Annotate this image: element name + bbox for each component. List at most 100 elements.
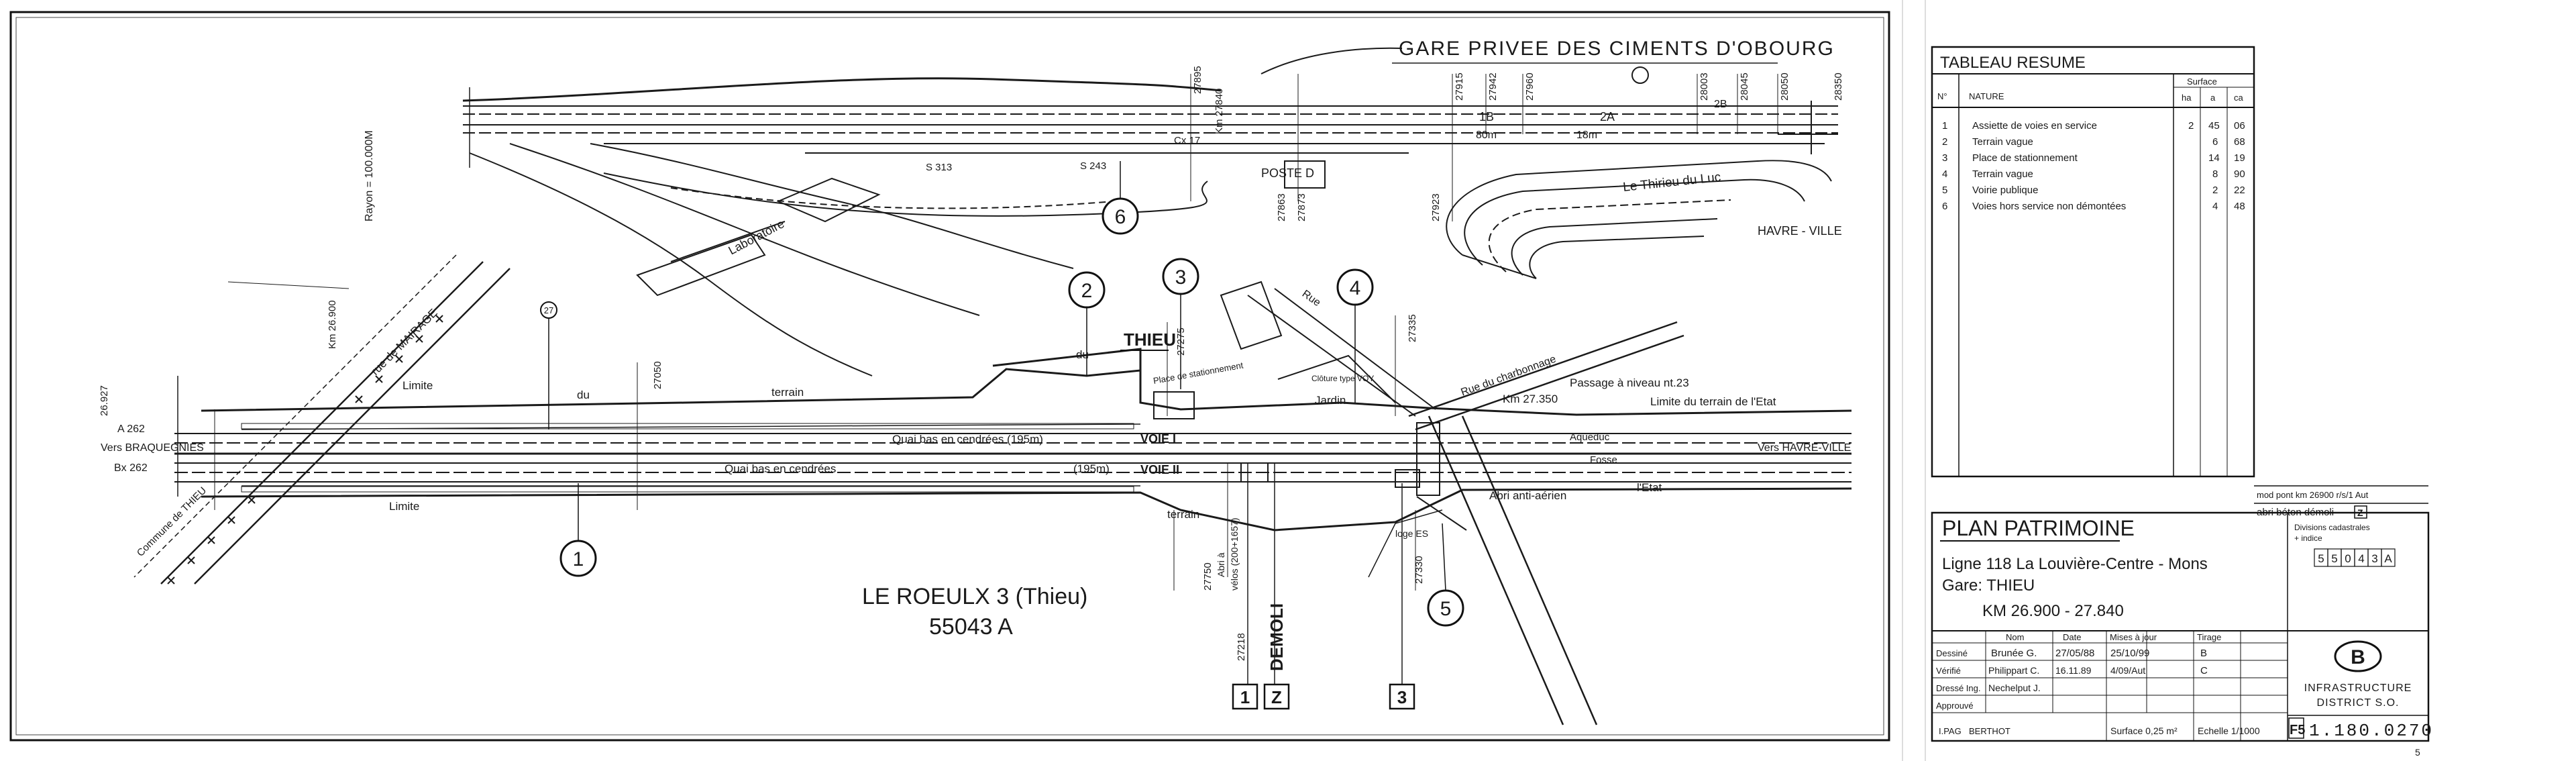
vers-braquegnies: Vers BRAQUEGNIES [101,442,204,454]
rue-mairage: rue de MAIRAGE [368,307,439,378]
cartouche-indice: + indice [2294,534,2322,543]
tableau-row: 3 Place de stationnement 14 19 [1942,152,2245,164]
row-ca: 68 [2234,136,2245,148]
mat-26927: 26.927 [99,385,110,416]
poste-d-label: POSTE D [1261,166,1314,180]
s243-label: S 243 [1080,160,1106,172]
echelle: Echelle 1/1000 [2198,725,2260,736]
tableau-col-nature: NATURE [1969,91,2004,101]
abri-label-1: Abri à [1216,552,1226,577]
tableau-row: 1 Assiette de voies en service 2 45 06 [1942,120,2245,132]
fosse-label: Fosse [1590,454,1617,466]
r1-maj: 25/10/99 [2110,648,2149,659]
km-label: 27050 [652,361,663,389]
ref-box-labels: 1 Z 3 [1240,687,1407,707]
station-code: 55043 A [929,614,1013,640]
km-label: 27218 [1236,633,1247,661]
row-no: 6 [1942,201,1947,212]
gare-privee-title: GARE PRIVEE DES CIMENTS D'OBOURG [1399,38,1835,60]
ipag-nom: BERTHOT [1969,726,2010,736]
tableau-frame [1931,46,2255,478]
cartouche-divisions: Divisions cadastrales [2294,523,2370,532]
tableau-row: 4 Terrain vague 8 90 [1942,168,2245,180]
cartouche-km: KM 26.900 - 27.840 [1982,602,2124,620]
parcel-5: 5 [1440,598,1452,620]
row-nature: Assiette de voies en service [1972,120,2097,132]
fold-marks [1902,0,1926,761]
aqueduc-label: Aqueduc [1570,432,1610,443]
tableau-col-surface: Surface [2187,77,2217,87]
row-no: 5 [1942,185,1947,196]
cartouche-fields: Nom Date Mises à jour Tirage Dessiné Bru… [1936,632,2260,736]
letat-label: l'Etat [1637,481,1662,494]
row-no: 4 [1942,168,1947,180]
row-ca: 19 [2234,152,2245,164]
code-digit: 4 [2358,552,2364,565]
km-label: 28350 [1833,72,1844,101]
ipag-label: I.PAG [1939,726,1962,736]
km-labels-top: 27895 27863 27873 27923 27915 27942 2796… [1192,66,1844,221]
r1-date: 27/05/88 [2055,648,2094,659]
r3-label: Dressé Ing. [1936,683,1980,693]
tableau-resume: TABLEAU RESUME N° NATURE Surface ha a ca… [1931,46,2428,519]
cartouche: PLAN PATRIMOINE Ligne 118 La Louvière-Ce… [1931,511,2434,758]
yard-80m: 80m [1476,130,1497,141]
quai-1-label: Quai bas en cendrées (195m) [892,433,1043,446]
tableau-rows: 1 Assiette de voies en service 2 45 06 2… [1942,120,2245,212]
row-nature: Voirie publique [1972,185,2038,196]
km-label: 28003 [1699,72,1710,101]
row-no: 1 [1942,120,1947,132]
parcel-leaders [548,161,1446,591]
place-stationnement: Place de stationnement [1152,360,1244,386]
quai-2-label: Quai bas en cendrées [724,462,836,475]
jardin-label: Jardin [1315,394,1346,407]
rue-charbonnage: Rue du charbonnage [1460,354,1558,399]
passage-niveau: Passage à niveau nt.23 [1570,376,1689,389]
limite-label-2: Limite [389,500,419,513]
terrain-label-1: terrain [771,386,804,399]
tableau-col-a: a [2210,93,2216,103]
passage-niveau-km: Km 27.350 [1503,393,1558,405]
yard-18m: 18m [1576,130,1597,141]
h-date: Date [2063,632,2081,642]
km-label: 27335 [1407,314,1418,342]
a262-label: A 262 [117,423,145,435]
cartouche-code-boxes [2314,548,2396,567]
tableau-col-ha: ha [2182,93,2192,103]
voie-2-label: VOIE II [1140,463,1179,476]
du-label-1: du [577,389,590,401]
tableau-col-ca: ca [2234,93,2244,103]
sncb-logo-icon [2334,640,2382,672]
h-tirage: Tirage [2197,632,2221,642]
surface: Surface 0,25 m² [2110,725,2178,736]
tableau-title: TABLEAU RESUME [1940,54,2086,72]
r1-label: Dessiné [1936,648,1968,658]
tableau-row: 2 Terrain vague 6 68 [1942,136,2245,148]
parcel-6: 6 [1115,206,1126,228]
cartouche-ligne: Ligne 118 La Louvière-Centre - Mons [1942,555,2208,573]
km-label: 27942 [1487,72,1499,101]
limite-etat-label: Limite du terrain de l'Etat [1650,395,1776,408]
km-27840: Km 27840 [1214,89,1225,134]
plan-number: 1.180.0270 [2309,721,2434,741]
parcel-4: 4 [1350,277,1361,299]
row-ca: 06 [2234,120,2245,132]
km-label: 27915 [1454,72,1465,101]
r2-label: Vérifié [1936,666,1961,676]
km-labels-main: 27050 27275 27335 27750 27330 27218 [652,314,1425,661]
parcel-markers [540,197,1464,627]
tableau-col-no: N° [1937,91,1947,101]
r2-nom: Philippart C. [1988,665,2039,676]
row-no: 2 [1942,136,1947,148]
parcel-3: 3 [1175,266,1187,289]
station-title: LE ROEULX 3 (Thieu) [862,584,1087,609]
tableau-row: 5 Voirie publique 2 22 [1942,185,2245,196]
yard-1b: 1B [1479,110,1494,123]
thirieu-label: Le Thirieu du Luc [1622,170,1721,195]
voie-1-label: VOIE I [1140,432,1176,446]
thieu-label: THIEU [1124,329,1176,350]
code-digit: A [2384,552,2392,565]
commune-boundary-crosses [167,315,443,585]
plan-prefix: F5 [2290,723,2305,738]
